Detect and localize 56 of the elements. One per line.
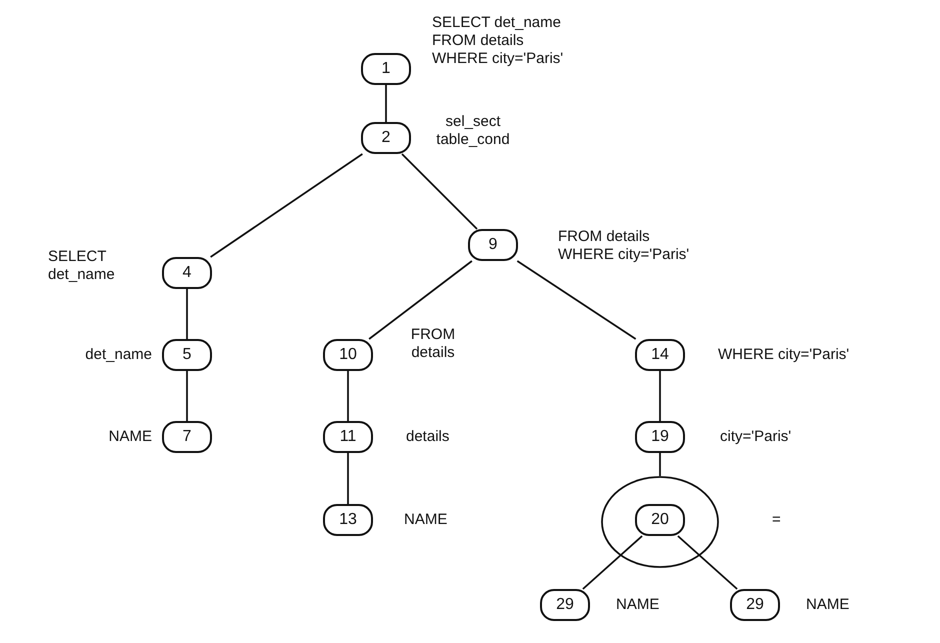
node-annotation: WHERE city='Paris' — [718, 346, 850, 364]
node-annotation: FROM details — [410, 326, 456, 362]
connector-line — [385, 85, 387, 122]
connector-line — [582, 535, 643, 590]
tree-node — [162, 257, 212, 289]
node-number: 29 — [746, 596, 764, 614]
tree-node — [468, 229, 518, 261]
connector-line — [186, 289, 188, 339]
node-number: 10 — [339, 346, 357, 364]
connector-line — [677, 535, 738, 590]
tree-node — [361, 53, 411, 85]
connector-line — [186, 371, 188, 421]
node-number: 11 — [340, 428, 356, 446]
node-number: 9 — [488, 236, 498, 254]
node-number: 29 — [556, 596, 574, 614]
node-annotation: SELECT det_name FROM details WHERE city='Paris' — [432, 14, 564, 68]
connector-line — [347, 371, 349, 421]
node-annotation: FROM details WHERE city='Paris' — [558, 228, 690, 264]
tree-node — [635, 421, 685, 453]
connector-line — [516, 260, 636, 340]
tree-node — [323, 339, 373, 371]
connector-line — [347, 453, 349, 504]
node-annotation: NAME — [616, 596, 660, 614]
tree-node — [162, 339, 212, 371]
tree-node — [730, 589, 780, 621]
node-annotation: NAME — [404, 511, 448, 529]
tree-node — [540, 589, 590, 621]
tree-node — [162, 421, 212, 453]
connector-line — [659, 453, 661, 476]
node-number: 2 — [382, 129, 390, 147]
node-number: 5 — [182, 346, 192, 364]
tree-node — [323, 421, 373, 453]
node-number: 20 — [651, 511, 669, 529]
ellipse-outline — [601, 476, 719, 568]
node-annotation: det_name — [84, 346, 152, 364]
node-annotation: sel_sect table_cond — [435, 113, 511, 149]
node-number: 4 — [182, 264, 192, 282]
tree-node — [635, 504, 685, 536]
node-number: 19 — [651, 428, 669, 446]
tree-node — [635, 339, 685, 371]
tree-node — [323, 504, 373, 536]
node-number: 14 — [651, 346, 669, 364]
tree-node — [361, 122, 411, 154]
node-annotation: NAME — [108, 428, 152, 446]
node-number: 7 — [182, 428, 192, 446]
node-annotation: city='Paris' — [720, 428, 792, 446]
node-annotation: details — [406, 428, 450, 446]
node-annotation: = — [772, 511, 782, 529]
connector-line — [659, 371, 661, 421]
node-number: 1 — [382, 60, 390, 78]
node-annotation: SELECT det_name — [48, 248, 116, 284]
connector-line — [368, 260, 472, 340]
connector-line — [401, 153, 478, 230]
node-annotation: NAME — [806, 596, 850, 614]
node-number: 13 — [339, 511, 357, 529]
connector-line — [210, 153, 363, 258]
